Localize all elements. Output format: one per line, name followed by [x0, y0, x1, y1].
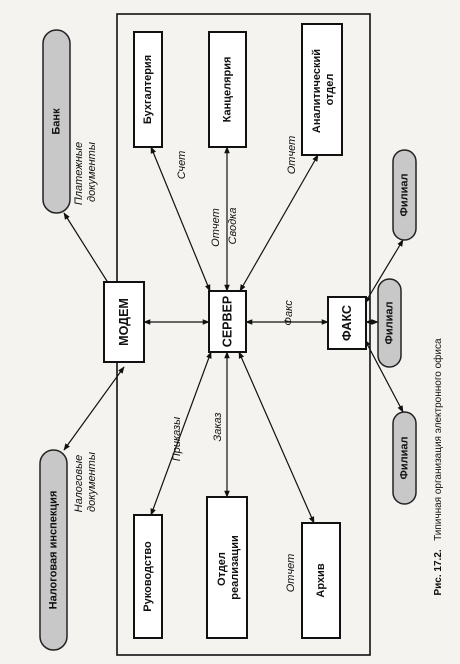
edge-label-analytics: Отчет [286, 136, 298, 175]
sales-node: Отдел реализации [206, 496, 248, 639]
office-node: Канцелярия [208, 31, 247, 148]
sales-label: Отдел реализации [216, 535, 241, 599]
edge-label-archive: Отчет [285, 554, 297, 593]
edge-fax-branch-top [364, 239, 404, 304]
bank-node: Банк [42, 29, 71, 214]
connections [63, 146, 404, 524]
edge-label-management: Приказы [171, 417, 183, 461]
edge-label-bank: Платежные документы [73, 139, 98, 205]
edge-label-tax: Налоговые документы [73, 452, 98, 513]
archive-node: Архив [301, 522, 341, 639]
server-node: СЕРВЕР [208, 290, 247, 353]
edge-label-fax: Факс [283, 300, 295, 326]
branch-top-label: Филиал [399, 173, 411, 216]
fax-label: ФАКС [340, 305, 354, 341]
analytics-node: Аналитический отдел [301, 23, 343, 156]
analytics-label: Аналитический отдел [311, 46, 336, 133]
branch-bottom-node: Филиал [392, 411, 417, 505]
edge-label-office: Отчет Сводка [210, 205, 239, 247]
modem-label: МОДЕМ [117, 298, 131, 346]
bank-label: Банк [51, 108, 63, 135]
edge-server-management [150, 351, 212, 516]
modem-node: МОДЕМ [103, 281, 145, 363]
edge-server-accounting [150, 146, 211, 292]
archive-label: Архив [315, 563, 327, 597]
management-label: Руководство [142, 541, 154, 612]
server-label: СЕРВЕР [221, 296, 235, 347]
branch-top-node: Филиал [392, 149, 417, 241]
branch-mid-label: Филиал [384, 301, 396, 344]
edge-fax-branch-bottom [364, 339, 404, 413]
accounting-label: Бухгалтерия [142, 55, 154, 124]
tax-node: Налоговая инспекция [39, 449, 68, 651]
tax-label: Налоговая инспекция [48, 491, 60, 610]
fax-node: ФАКС [327, 296, 367, 350]
accounting-node: Бухгалтерия [133, 31, 163, 148]
figure-caption: Рис. 17.2. Типичная организация электрон… [430, 338, 447, 595]
edge-server-archive [238, 351, 315, 524]
branch-mid-node: Филиал [377, 278, 402, 368]
edge-label-sales: Заказ [212, 412, 224, 441]
edge-modem-tax [63, 366, 125, 451]
management-node: Руководство [133, 514, 163, 639]
edge-label-accounting: Счет [176, 151, 188, 180]
edge-server-analytics [239, 154, 319, 292]
branch-bottom-label: Филиал [399, 436, 411, 479]
office-label: Канцелярия [222, 57, 234, 123]
